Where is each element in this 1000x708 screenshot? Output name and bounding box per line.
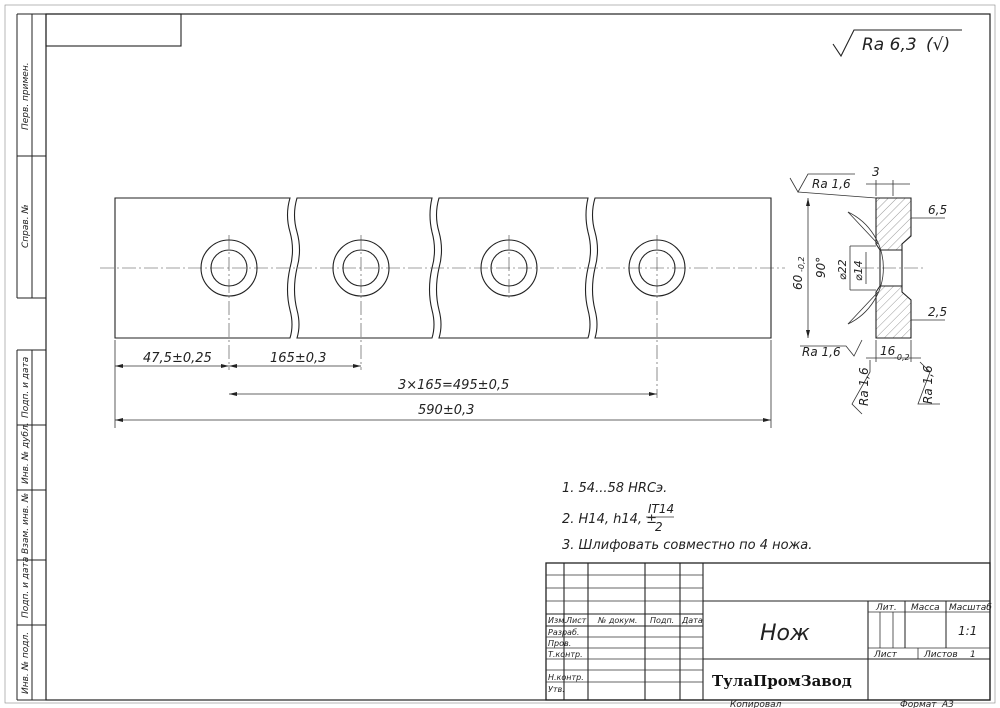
dim-pitch-total: 3×165=495±0,5 [398, 378, 509, 393]
tb-format-value: A3 [941, 700, 954, 708]
note-2-numerator: IT14 [648, 502, 674, 516]
tb-col-podp: Подп. [650, 616, 674, 625]
ra-top: Ra 1,6 [812, 177, 851, 191]
tb-massa: Масса [911, 603, 940, 613]
stamp-podp-data-2: Подп. и дата [21, 557, 31, 618]
ra-side-right: Ra 1,6 [921, 365, 935, 404]
part-name: Нож [760, 621, 810, 646]
title-block: Изм. Лист № докум. Подп. Дата Разраб. Пр… [545, 562, 992, 708]
dim-length: 590±0,3 [418, 403, 474, 418]
tb-listov-value: 1 [970, 650, 976, 660]
tb-col-izm: Изм. [548, 616, 567, 625]
hole-4 [628, 235, 686, 398]
stamp-podp-data-1: Подп. и дата [21, 357, 31, 418]
tb-row-tkontr: Т.контр. [548, 650, 583, 659]
section-view: Ra 1,6 3 6,5 2,5 60 -0,2 90° ⌀22 ⌀14 Ra … [789, 165, 947, 415]
stamp-vzam-inv: Взам. инв. № [21, 493, 31, 554]
note-1: 1. 54...58 HRCэ. [562, 481, 667, 496]
stamp-inv-podl: Инв. № подл. [21, 632, 31, 694]
tb-scale-value: 1:1 [958, 624, 977, 638]
tb-col-data: Дата [681, 616, 703, 625]
tb-row-razrab: Разраб. [548, 628, 579, 637]
general-roughness: Ra 6,3 (√) [832, 29, 962, 58]
tb-row-utv: Утв. [548, 685, 565, 694]
company-name: ТулаПромЗавод [712, 672, 852, 690]
tb-masshtab: Масштаб [949, 603, 992, 613]
dim-thickness: 16 [880, 344, 896, 358]
tb-row-prov: Пров. [548, 639, 571, 648]
tb-col-list: Лист [565, 616, 587, 625]
dim-section-3: 3 [872, 165, 880, 179]
top-left-box [45, 13, 182, 47]
hole-2 [332, 235, 390, 370]
dim-section-2-5: 2,5 [928, 305, 947, 319]
stamp-sprav-no: Справ. № [21, 204, 31, 248]
note-3: 3. Шлифовать совместно по 4 ножа. [562, 538, 812, 553]
section-upper [875, 197, 912, 251]
ra-bottom: Ra 1,6 [802, 345, 841, 359]
section-lower [875, 285, 912, 339]
tb-listov: Листов [923, 650, 958, 660]
note-2-prefix: 2. H14, h14, ± [562, 512, 657, 527]
tb-kopiroval: Копировал [730, 700, 782, 708]
dim-angle: 90° [814, 257, 828, 278]
dim-dia-22: ⌀22 [836, 259, 849, 280]
hole-3 [480, 235, 538, 300]
technical-notes: 1. 54...58 HRCэ. 2. H14, h14, ± IT14 2 3… [562, 481, 812, 553]
tb-format: Формат [900, 700, 937, 708]
main-dimensions: 47,5±0,25 165±0,3 3×165=495±0,5 590±0,3 [114, 340, 772, 428]
ra-side-left: Ra 1,6 [857, 367, 871, 406]
tb-lit: Лит. [875, 603, 897, 613]
hole-1 [200, 235, 258, 370]
tb-col-doc: № докум. [597, 616, 637, 625]
note-2-denominator: 2 [655, 520, 663, 534]
knife-main-view [100, 197, 785, 398]
dim-pitch-first: 47,5±0,25 [143, 351, 212, 366]
outer-frame [4, 4, 996, 704]
stamp-perv-primen: Перв. примен. [21, 62, 31, 130]
dim-width-main: 60 [791, 274, 805, 290]
stamp-inv-dubl: Инв. № дубл. [21, 422, 31, 484]
left-side-stamp: Перв. примен. Справ. № Подп. и дата Инв.… [16, 13, 46, 701]
tb-list: Лист [873, 650, 898, 660]
dim-thickness-tol: -0,2 [894, 353, 910, 362]
dim-width-tol: -0,2 [797, 256, 806, 272]
roughness-general-value: Ra 6,3 [862, 35, 917, 55]
inner-frame [45, 13, 991, 701]
tb-row-nkontr: Н.контр. [548, 673, 584, 682]
dim-section-6-5: 6,5 [928, 203, 947, 217]
dim-pitch: 165±0,3 [270, 351, 326, 366]
dim-dia-14: ⌀14 [852, 260, 865, 281]
roughness-general-suffix: (√) [926, 35, 950, 55]
